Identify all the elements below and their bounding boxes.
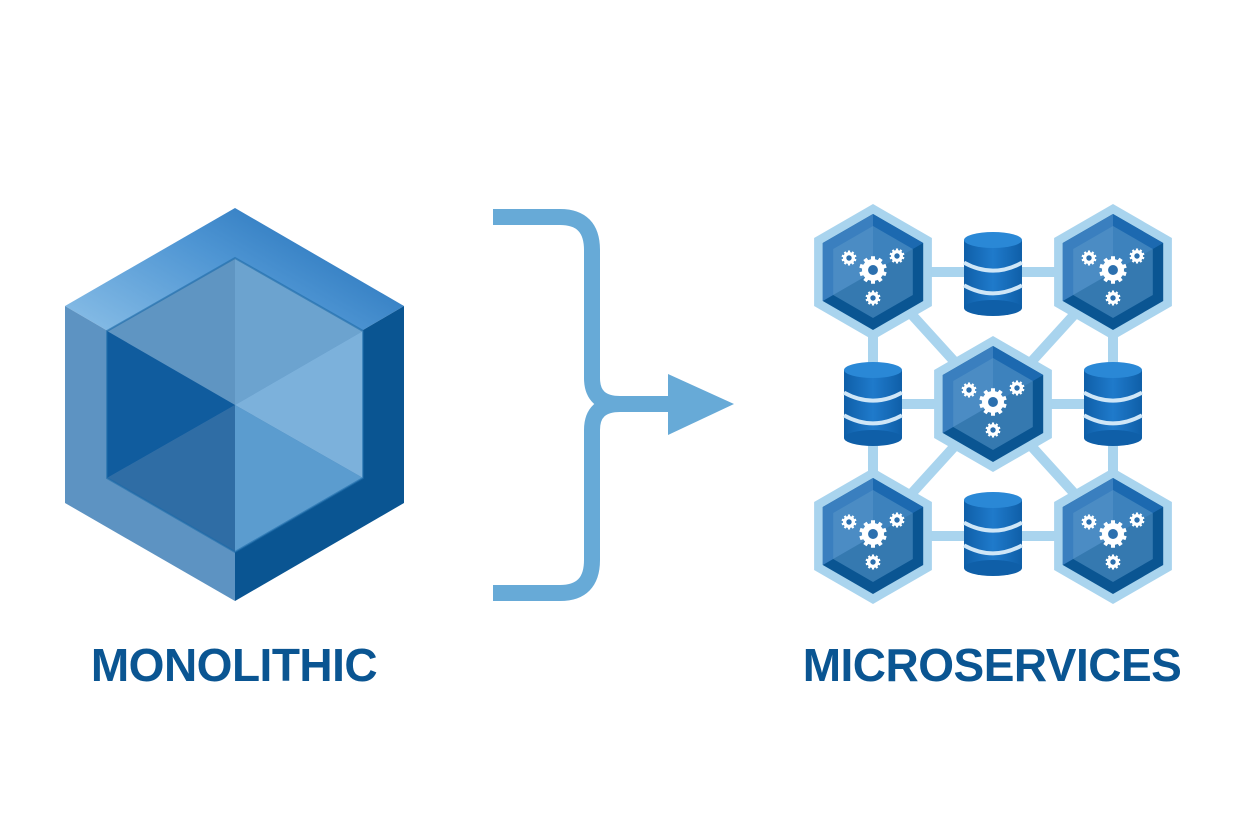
database-icon [1083,362,1143,446]
service-hexagon-bottom-left [814,468,932,604]
gear-icon [1099,256,1127,284]
gear-icon [985,422,1001,438]
gear-icon [1129,512,1145,528]
gear-icon [841,514,857,530]
arrow-head-icon [668,374,734,435]
microservices-label: MICROSERVICES [802,639,1182,691]
gear-icon [961,382,977,398]
service-hexagon-top-right [1054,204,1172,340]
monolith-cube-icon [65,208,404,601]
gear-icon [865,554,881,570]
service-hexagon-top-left [814,204,932,340]
database-icon [843,362,903,446]
gear-icon [979,388,1007,416]
gear-icon [1081,514,1097,530]
gear-icon [889,512,905,528]
gear-icon [841,250,857,266]
gear-icon [1099,520,1127,548]
gear-icon [1105,290,1121,306]
microservices-network [814,204,1172,604]
brace-arrow-icon [493,209,680,601]
gear-icon [865,290,881,306]
gear-icon [1009,380,1025,396]
gear-icon [1081,250,1097,266]
service-hexagon-bottom-right [1054,468,1172,604]
gear-icon [859,256,887,284]
gear-icon [859,520,887,548]
gear-icon [1105,554,1121,570]
database-icon [963,232,1023,316]
database-icon [963,492,1023,576]
gear-icon [889,248,905,264]
service-hexagon-center [934,336,1052,472]
gear-icon [1129,248,1145,264]
monolithic-label: MONOLITHIC [90,639,378,691]
